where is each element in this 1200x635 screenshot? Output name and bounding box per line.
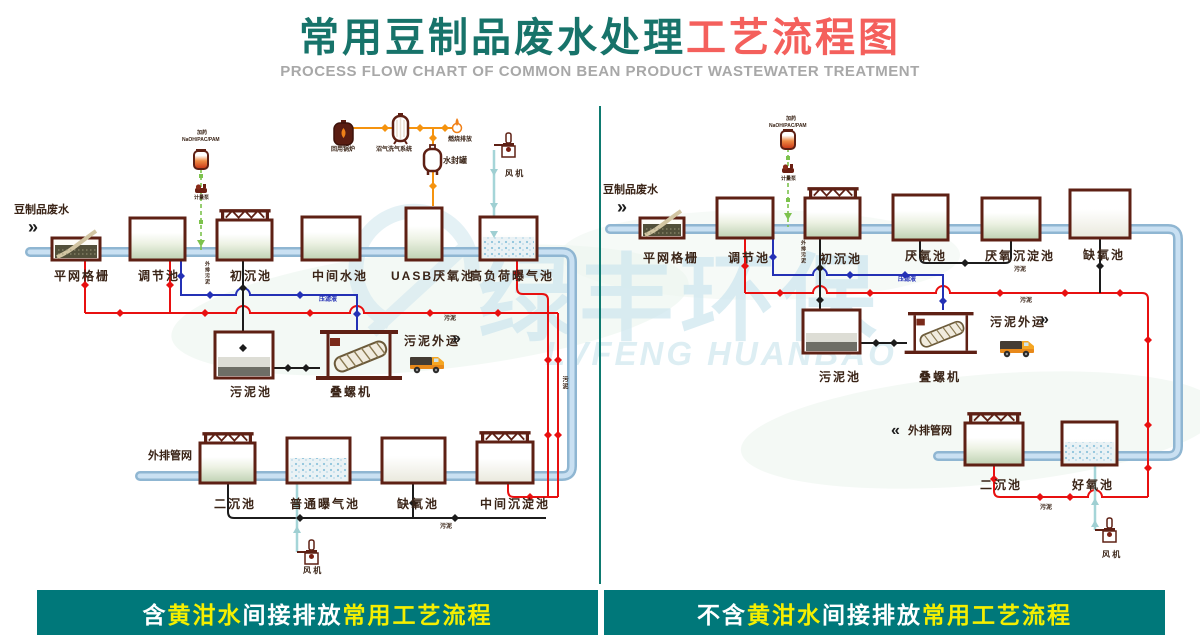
ordinary-aeration-tank-left [285,436,352,485]
water-seal-tank-icon [422,143,443,177]
boiler-icon [333,119,354,146]
sludge-tank-right [801,308,862,355]
banner-segment: 不含 [697,601,747,628]
banner-segment: 间接排放 [822,601,922,628]
secondary-sed-tank-left [198,432,257,485]
banner-segment: 含 [142,601,168,628]
screw-press-right-icon [903,310,979,356]
banner-right: 不含黄泔水间接排放常用工艺流程 [604,590,1165,635]
page-title: 常用豆制品废水处理工艺流程图 [0,16,1200,60]
anoxic-tank-left [380,436,447,485]
banner-segment: 常用工艺流程 [922,601,1072,628]
regulating-tank-right [715,196,775,240]
banner-segment: 黄泔水 [167,601,243,628]
banner-segment: 常用工艺流程 [342,601,493,628]
biogas-scrubber-icon [391,111,410,146]
left-main-pipe [25,247,577,481]
truck-left-icon [410,357,444,374]
grate-tank-right [638,209,686,240]
uasb-tank-left [404,206,444,262]
grate-tank-left [50,229,102,262]
title-red-part: 工艺流程图 [686,16,901,60]
intermediate-tank-left [300,215,362,262]
highload-aeration-tank-left [478,215,539,262]
diagram-divider [599,106,601,584]
anaerobic-sed-tank-right [980,196,1042,242]
primary-sed-tank-right [803,187,862,240]
page-header: 常用豆制品废水处理工艺流程图 PROCESS FLOW CHART OF COM… [0,16,1200,80]
secondary-sed-tank-right [963,412,1025,467]
banner-segment: 黄泔水 [747,601,822,628]
title-teal-part: 常用豆制品废水处理 [299,16,686,60]
truck-right-icon [1000,341,1034,358]
sludge-tank-left [213,330,275,380]
primary-sed-tank-left [215,209,274,262]
fan-bottom-left-icon [296,539,319,565]
banner-left: 含黄泔水间接排放常用工艺流程 [37,590,598,635]
banner-segment: 间接排放 [242,601,343,628]
anaerobic-tank-right [891,193,950,242]
flare-icon [451,117,463,134]
right-main-pipe [605,224,1183,461]
fan-top-left-icon [493,132,516,158]
fan-bottom-right-icon [1094,517,1117,543]
dosing-tank-left-icon [193,149,209,170]
dosing-tank-right-icon [780,129,796,150]
anoxic-tank-right [1068,188,1132,240]
intermediate-sed-tank-left [475,431,535,485]
aerobic-tank-right [1060,420,1119,467]
regulating-tank-left [128,216,187,262]
page-subtitle: PROCESS FLOW CHART OF COMMON BEAN PRODUC… [280,63,920,80]
